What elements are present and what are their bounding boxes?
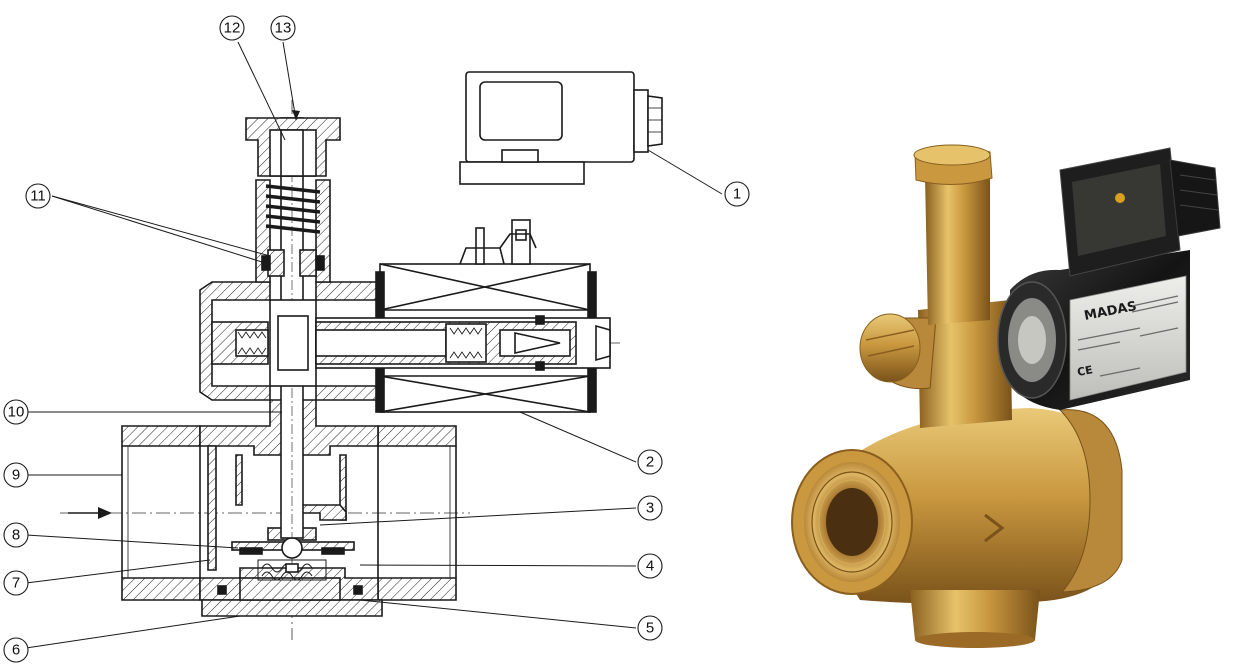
callout-labels: 12 13 11 1 2 10 9 3 8 4 7 5 6 bbox=[8, 20, 742, 659]
callout-7 bbox=[3, 570, 29, 596]
solenoid-coil-housing: MADAS CE bbox=[997, 147, 1221, 410]
ce-mark-text: CE bbox=[1076, 363, 1094, 379]
callout-2 bbox=[637, 449, 663, 475]
callout-label-8: 8 bbox=[12, 527, 20, 544]
callout-11 bbox=[25, 183, 51, 209]
callout-label-6: 6 bbox=[12, 642, 20, 659]
upper-neck-and-cap bbox=[245, 117, 341, 283]
brass-upper-column bbox=[859, 144, 1012, 428]
shutter-disk bbox=[231, 527, 355, 573]
callout-10 bbox=[3, 399, 29, 425]
callout-3 bbox=[637, 495, 663, 521]
flow-arrow-icon bbox=[68, 507, 112, 519]
callout-label-4: 4 bbox=[646, 558, 654, 575]
callout-label-9: 9 bbox=[12, 467, 20, 484]
callout-12 bbox=[219, 15, 245, 41]
cross-section-drawing bbox=[3, 15, 750, 663]
callout-label-13: 13 bbox=[275, 20, 292, 37]
callout-9 bbox=[3, 462, 29, 488]
callout-8 bbox=[3, 522, 29, 548]
callout-label-5: 5 bbox=[646, 620, 654, 637]
upper-body-section bbox=[199, 281, 381, 401]
leader-lines bbox=[25, 41, 723, 649]
callout-label-2: 2 bbox=[646, 454, 654, 471]
callout-1 bbox=[724, 181, 750, 207]
callout-label-12: 12 bbox=[224, 20, 241, 37]
connector-plug-drawing bbox=[459, 71, 663, 185]
solenoid-coil-section bbox=[315, 219, 611, 413]
callout-label-11: 11 bbox=[30, 188, 46, 205]
callout-13 bbox=[270, 15, 296, 41]
callout-5 bbox=[637, 615, 663, 641]
callout-4 bbox=[637, 553, 663, 579]
callout-6 bbox=[3, 637, 29, 663]
callout-label-7: 7 bbox=[12, 575, 20, 592]
callout-label-10: 10 bbox=[8, 404, 25, 421]
label-fine-print bbox=[1077, 295, 1179, 377]
valve-product-photo: MADAS CE bbox=[791, 144, 1221, 648]
brass-pipe-body bbox=[791, 408, 1123, 648]
callout-label-3: 3 bbox=[646, 500, 654, 517]
callout-label-1: 1 bbox=[733, 186, 741, 203]
callout-circles bbox=[3, 15, 750, 663]
